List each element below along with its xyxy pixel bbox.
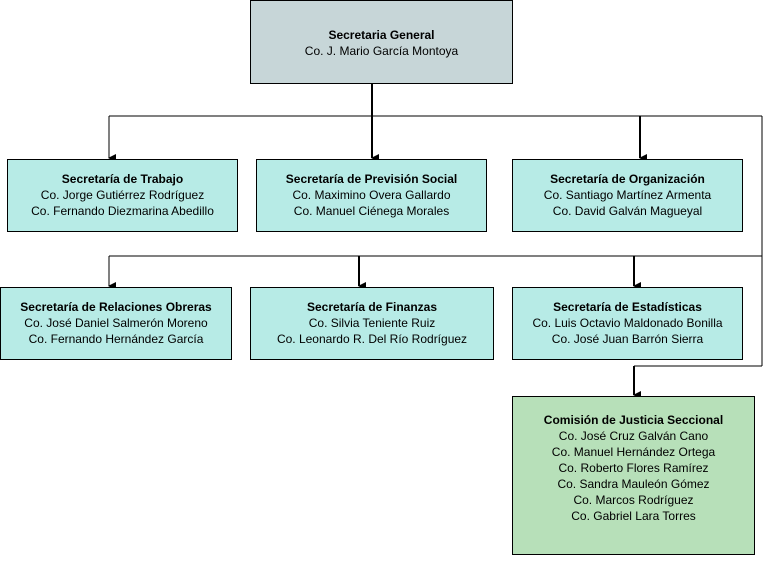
- node-secretaria-trabajo: Secretaría de Trabajo Co. Jorge Gutiérre…: [7, 159, 238, 232]
- node-secretaria-finanzas: Secretaría de Finanzas Co. Silvia Tenien…: [250, 287, 494, 360]
- node-title: Secretaría de Estadísticas: [553, 300, 702, 314]
- member-name: Co. David Galván Magueyal: [552, 204, 703, 218]
- member-name: Co. Leonardo R. Del Río Rodríguez: [276, 332, 468, 346]
- member-name: Co. Maximino Overa Gallardo: [292, 188, 451, 202]
- member-name: Co. José Cruz Galván Cano: [558, 429, 709, 443]
- node-title: Comisión de Justicia Seccional: [543, 413, 724, 427]
- member-name: Co. José Juan Barrón Sierra: [551, 332, 704, 346]
- node-title: Secretaría de Trabajo: [61, 172, 184, 186]
- member-name: Co. Jorge Gutiérrez Rodríguez: [40, 188, 205, 202]
- member-name: Co. Manuel Hernández Ortega: [551, 445, 716, 459]
- node-title: Secretaría de Previsión Social: [285, 172, 458, 186]
- member-name: Co. Santiago Martínez Armenta: [543, 188, 712, 202]
- member-name: Co. J. Mario García Montoya: [304, 44, 459, 58]
- node-secretaria-estadisticas: Secretaría de Estadísticas Co. Luis Octa…: [512, 287, 743, 360]
- node-secretaria-prevision-social: Secretaría de Previsión Social Co. Maxim…: [256, 159, 487, 232]
- node-secretaria-general: Secretaria General Co. J. Mario García M…: [250, 0, 513, 84]
- member-name: Co. Sandra Mauleón Gómez: [557, 477, 710, 491]
- member-name: Co. Luis Octavio Maldonado Bonilla: [532, 316, 723, 330]
- member-name: Co. José Daniel Salmerón Moreno: [24, 316, 208, 330]
- node-title: Secretaría de Finanzas: [306, 300, 438, 314]
- node-title: Secretaría de Relaciones Obreras: [20, 300, 212, 314]
- member-name: Co. Silvia Teniente Ruiz: [308, 316, 436, 330]
- member-name: Co. Gabriel Lara Torres: [571, 509, 696, 523]
- member-name: Co. Marcos Rodríguez: [573, 493, 694, 507]
- node-secretaria-organizacion: Secretaría de Organización Co. Santiago …: [512, 159, 743, 232]
- node-title: Secretaría de Organización: [550, 172, 705, 186]
- member-name: Co. Fernando Diezmarina Abedillo: [31, 204, 214, 218]
- member-name: Co. Roberto Flores Ramírez: [558, 461, 709, 475]
- node-secretaria-relaciones-obreras: Secretaría de Relaciones Obreras Co. Jos…: [0, 287, 232, 360]
- member-name: Co. Manuel Ciénega Morales: [293, 204, 450, 218]
- node-comision-justicia-seccional: Comisión de Justicia Seccional Co. José …: [512, 396, 755, 555]
- node-title: Secretaria General: [328, 28, 435, 42]
- member-name: Co. Fernando Hernández García: [28, 332, 204, 346]
